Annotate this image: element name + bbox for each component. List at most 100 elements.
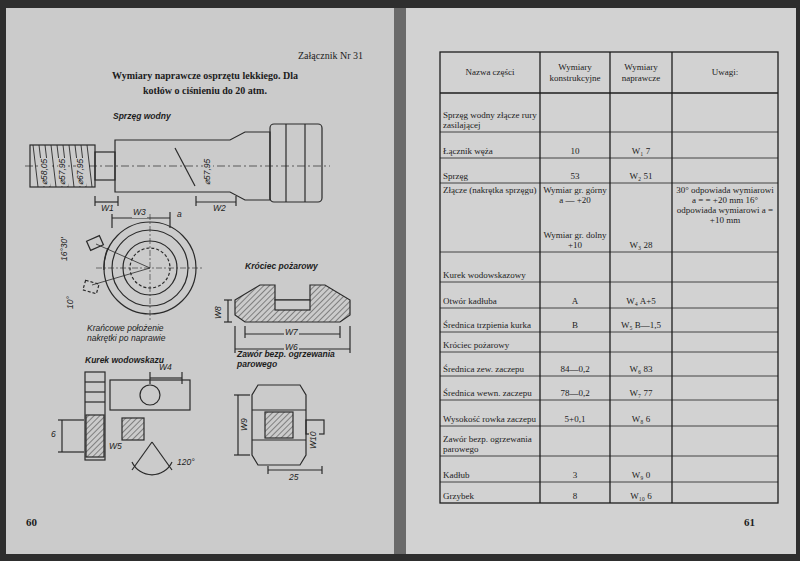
page-title: Wymiary naprawcze osprzętu lekkiego. Dla… bbox=[98, 68, 312, 98]
dimension-label: ⌀67,95 bbox=[76, 158, 86, 186]
dimension-label: W2 bbox=[212, 204, 227, 214]
table-cell: W₈ 6 bbox=[613, 402, 669, 424]
table-cell: Średnica wewn. zaczepu bbox=[443, 378, 537, 398]
table-cell: 8 bbox=[543, 484, 607, 501]
table-text: Króciec pożarowy bbox=[443, 340, 537, 350]
table-cell: A bbox=[543, 284, 607, 306]
table-text: Otwór kadłuba bbox=[443, 296, 537, 306]
part-label: Króciec pożarowy bbox=[244, 262, 319, 272]
table-cell: Otwór kadłuba bbox=[443, 284, 537, 306]
table-cell: 53 bbox=[543, 160, 607, 181]
part-label: Sprzęg wodny bbox=[112, 112, 172, 122]
table-cell: Kurek wodowskazowy bbox=[443, 254, 537, 280]
dimension-label: W4 bbox=[158, 363, 173, 373]
table-text: 5+0,1 bbox=[543, 414, 607, 424]
column-header: Wymiary konstrukcyjne bbox=[543, 62, 607, 82]
coupling-drawing bbox=[25, 124, 330, 206]
table-cell: W₄ A+5 bbox=[613, 284, 669, 306]
table-text: Wymiar gr. górny a — +20 bbox=[543, 185, 607, 205]
table-text: 8 bbox=[543, 491, 607, 501]
table-cell: Wysokość rowka zaczepu bbox=[443, 402, 537, 424]
table-text: W₆ 83 bbox=[613, 364, 669, 374]
water-gauge-cock bbox=[58, 372, 190, 475]
table-text: Kadłub bbox=[443, 470, 537, 480]
column-header: Nazwa części bbox=[443, 67, 537, 77]
dimension-label: W10 bbox=[309, 431, 319, 450]
table-cell: 10 bbox=[543, 134, 607, 156]
column-header: Uwagi: bbox=[675, 67, 775, 77]
table-cell: W₆ 83 bbox=[613, 354, 669, 374]
table-text: W₁₀ 6 bbox=[613, 491, 669, 501]
table-cell: Nazwa części bbox=[443, 54, 537, 91]
dimension-label: 10° bbox=[66, 295, 76, 310]
spine bbox=[394, 8, 406, 554]
dimension-label: 120° bbox=[176, 458, 196, 468]
table-cell: Wymiar gr. dolny +10 bbox=[543, 185, 607, 250]
table-cell: Złącze (nakrętka sprzęgu) bbox=[443, 185, 537, 250]
table-cell: W₁₀ 6 bbox=[613, 484, 669, 501]
nut-front-view bbox=[83, 212, 204, 322]
table-text: W₄ A+5 bbox=[613, 296, 669, 306]
table-text: Złącze (nakrętka sprzęgu) bbox=[443, 185, 537, 195]
table-text: Średnica trzpienia kurka bbox=[443, 320, 537, 330]
column-header: Wymiary naprawcze bbox=[613, 62, 669, 82]
table-cell: Króciec pożarowy bbox=[443, 334, 537, 350]
safety-valve bbox=[234, 385, 324, 474]
table-cell: B bbox=[543, 310, 607, 330]
table-cell: W₉ 0 bbox=[613, 458, 669, 480]
table-text: 3 bbox=[543, 470, 607, 480]
table-text: B bbox=[543, 320, 607, 330]
page-number: 60 bbox=[26, 516, 37, 529]
table-cell: Średnica trzpienia kurka bbox=[443, 310, 537, 330]
table-text: 53 bbox=[543, 171, 607, 181]
table-cell: 78—0,2 bbox=[543, 378, 607, 398]
table-text: Grzybek bbox=[443, 491, 537, 501]
table-cell: Kadłub bbox=[443, 458, 537, 480]
table-text: Wysokość rowka zaczepu bbox=[443, 414, 537, 424]
table-cell: 30° odpowiada wymiarowi a = = +20 mm 16°… bbox=[675, 185, 775, 250]
table-text: Łącznik węża bbox=[443, 146, 537, 156]
table-text: Wymiar gr. dolny +10 bbox=[543, 230, 607, 250]
page-number: 61 bbox=[744, 516, 755, 529]
table-text: W₇ 77 bbox=[613, 388, 669, 398]
table-cell: Uwagi: bbox=[675, 54, 775, 91]
table-cell: 3 bbox=[543, 458, 607, 480]
table-cell: W₃ 28 bbox=[613, 185, 669, 250]
left-page bbox=[6, 8, 396, 554]
table-text: Sprzęg bbox=[443, 171, 537, 181]
dimension-label: 25 bbox=[288, 473, 299, 483]
table-cell: Sprzęg bbox=[443, 160, 537, 181]
table-cell: W₂ 51 bbox=[613, 160, 669, 181]
table-cell: W₇ 77 bbox=[613, 378, 669, 398]
table-cell: 84—0,2 bbox=[543, 354, 607, 374]
table-cell: Łącznik węża bbox=[443, 134, 537, 156]
table-cell: Sprzęg wodny złącze rury zasilającej bbox=[443, 95, 537, 130]
table-text: Zawór bezp. ogrzewania parowego bbox=[443, 434, 537, 454]
table-text: A bbox=[543, 296, 607, 306]
right-page bbox=[404, 8, 796, 554]
dimension-label: 16°30' bbox=[60, 236, 70, 262]
table-text: 84—0,2 bbox=[543, 364, 607, 374]
table-cell: Grzybek bbox=[443, 484, 537, 501]
table-text: Kurek wodowskazowy bbox=[443, 270, 537, 280]
table-text: Sprzęg wodny złącze rury zasilającej bbox=[443, 110, 537, 130]
dimension-label: W7 bbox=[284, 328, 299, 338]
dimension-label: ⌀57,95 bbox=[203, 158, 213, 186]
table-text: W₂ 51 bbox=[613, 171, 669, 181]
table-text: Średnica wewn. zaczepu bbox=[443, 388, 537, 398]
dimension-label: 6 bbox=[50, 430, 57, 440]
table-text: 78—0,2 bbox=[543, 388, 607, 398]
page-header: Załącznik Nr 31 bbox=[298, 50, 363, 62]
table-grid bbox=[440, 52, 778, 503]
dimension-label: W8 bbox=[214, 305, 224, 320]
part-label: Zawór bezp. ogrzewania parowego bbox=[236, 350, 338, 370]
table-cell: W₁ 7 bbox=[613, 134, 669, 156]
table-text: W₁ 7 bbox=[613, 146, 669, 156]
dimension-label: ⌀58,05 bbox=[40, 158, 50, 186]
table-text: Średnica zew. zaczepu bbox=[443, 364, 537, 374]
dimension-label: W5 bbox=[108, 442, 123, 452]
fire-nozzle-section bbox=[224, 285, 350, 353]
note-label: Krańcowe położenie nakrętki po naprawie bbox=[86, 324, 184, 344]
